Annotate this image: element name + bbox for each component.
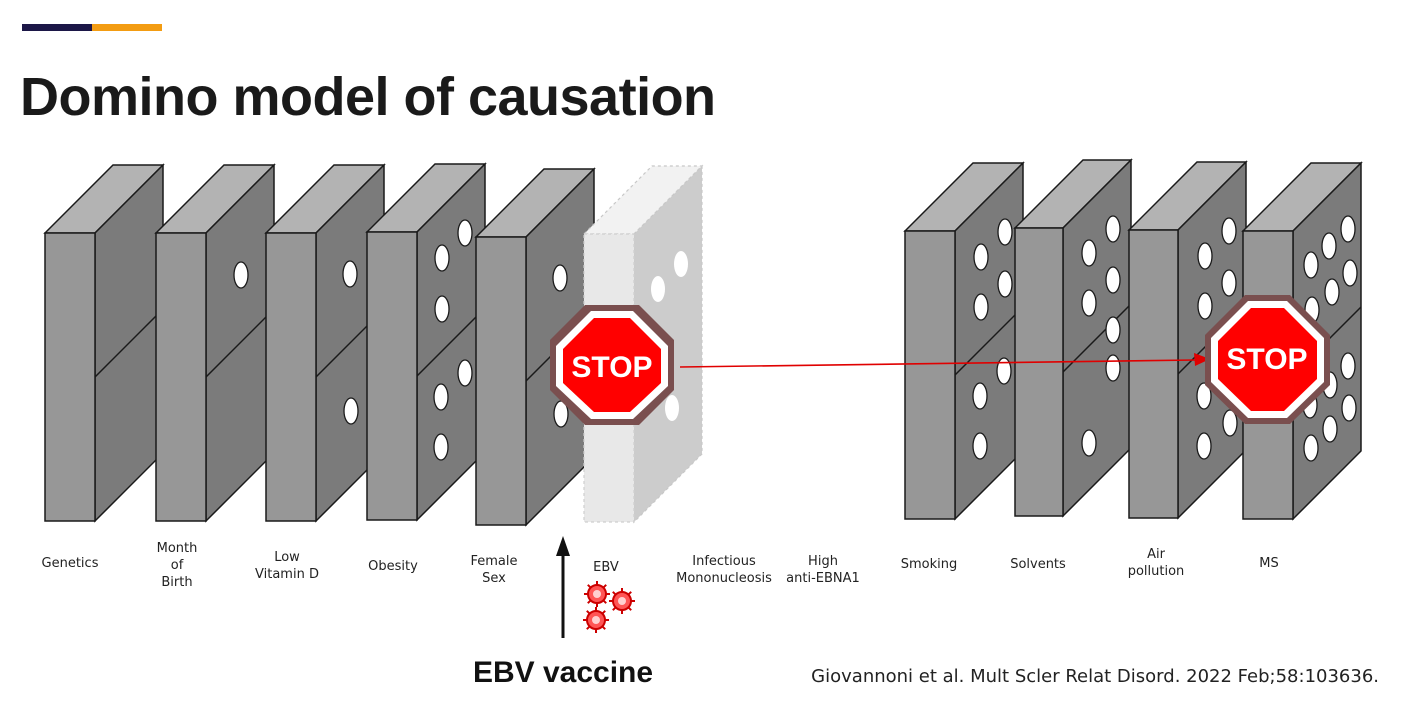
domino-label: Solvents [1010, 557, 1066, 572]
domino-label: Month of Birth [156, 541, 198, 590]
virus-icon [583, 607, 609, 633]
red-arrow [679, 353, 1210, 368]
citation: Giovannoni et al. Mult Scler Relat Disor… [811, 666, 1379, 687]
accent-bar-dark [22, 24, 92, 31]
virus-icon [584, 581, 610, 607]
domino-label: Air pollution [1127, 547, 1185, 579]
page-title: Domino model of causation [20, 67, 716, 127]
accent-bar-orange [92, 24, 162, 31]
domino-genetics [43, 163, 165, 523]
domino-label: Female Sex [470, 554, 518, 586]
virus-icon [609, 588, 635, 614]
vaccine-label: EBV vaccine [472, 656, 654, 689]
domino-label: Smoking [900, 557, 958, 572]
domino-label: EBV [593, 560, 619, 575]
vaccine-arrow [556, 536, 570, 638]
domino-label: Low Vitamin D [255, 550, 319, 582]
stop-sign-icon: STOP [1205, 295, 1330, 424]
domino-label: Infectious Mononucleosis [676, 554, 772, 586]
stop-sign-icon: STOP [550, 305, 674, 425]
domino-label: High anti-EBNA1 [786, 554, 860, 586]
domino-label: Genetics [41, 556, 99, 571]
domino-solvents [1013, 158, 1133, 518]
domino-month-of-birth [154, 163, 276, 523]
domino-obesity [365, 162, 487, 522]
domino-label: Obesity [368, 559, 418, 574]
domino-smoking [903, 161, 1025, 521]
stop-sign-text: STOP [571, 351, 652, 384]
domino-label: MS [1259, 556, 1279, 571]
stop-sign-text: STOP [1226, 343, 1307, 376]
